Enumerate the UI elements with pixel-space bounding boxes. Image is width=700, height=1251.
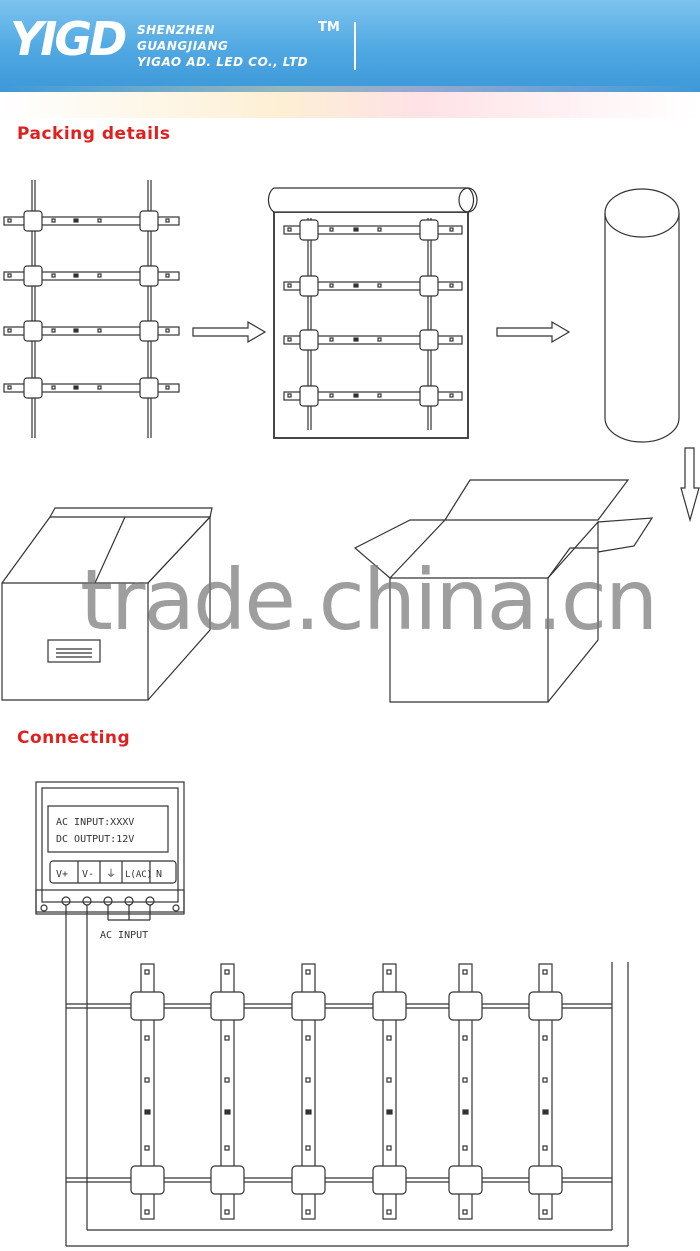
connecting-title: Connecting [17,728,131,748]
sheet-with-roll [267,187,478,439]
led-strip [291,963,326,1220]
open-carton [353,479,654,703]
led-strip [130,963,165,1220]
psu-terminal-l: L(AC) [125,870,152,880]
psu-ac-input-text: AC INPUT:XXXV [56,817,134,828]
ac-input-label: AC INPUT [100,930,148,941]
psu-dc-output-text: DC OUTPUT:12V [56,834,134,845]
arrow-down-icon [680,447,700,523]
led-strip [210,963,245,1220]
header-banner: YIGD SHENZHEN GUANGJIANG YIGAO AD. LED C… [0,0,700,92]
wiring [65,905,629,1247]
led-strip [448,963,483,1220]
company-logo: YIGD [10,12,127,66]
led-row [3,320,180,342]
led-row [3,377,180,399]
led-strip [528,963,563,1220]
packing-details-title: Packing details [17,124,171,144]
psu-terminal-n: N [156,869,162,880]
header-divider [354,22,356,70]
trademark-symbol: TM [318,20,340,35]
rolled-cylinder [604,188,680,443]
power-supply [35,781,185,921]
psu-terminal-v-minus: V- [82,869,94,880]
arrow-right-icon [496,320,571,344]
led-row [3,210,180,232]
watermark-text: trade.china.cn [80,551,658,649]
header-glow [0,86,700,118]
psu-terminal-v-plus: V+ [56,869,68,880]
ground-icon: ⏚ [106,868,116,880]
company-name: SHENZHEN GUANGJIANG YIGAO AD. LED CO., L… [137,22,308,70]
arrow-right-icon [192,320,267,344]
loose-led-strings [3,180,180,438]
closed-carton [1,507,213,701]
company-name-line3: YIGAO AD. LED CO., LTD [137,55,309,69]
company-name-line2: GUANGJIANG [137,39,229,53]
company-name-line1: SHENZHEN [137,23,215,37]
led-row [3,265,180,287]
led-strip [372,963,407,1220]
led-strips [130,963,563,1220]
